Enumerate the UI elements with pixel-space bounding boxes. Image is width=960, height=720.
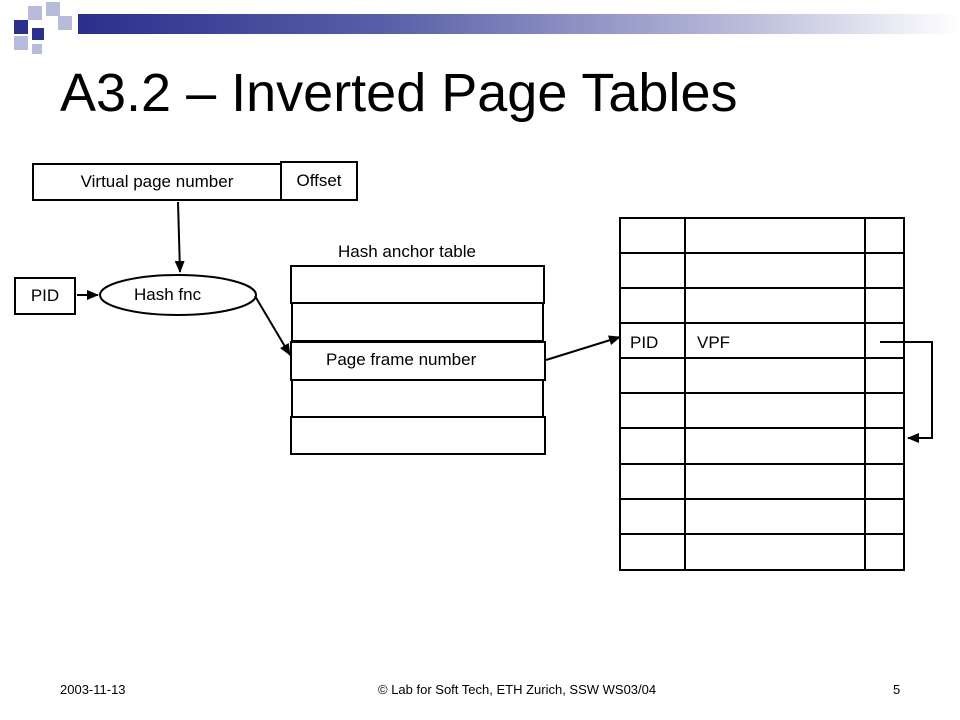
corner-square-dark-2 — [32, 28, 44, 40]
corner-square-light-4 — [14, 36, 28, 50]
slide-title: A3.2 – Inverted Page Tables — [60, 63, 738, 123]
pid-label: PID — [30, 286, 60, 305]
page-frame-number-label: Page frame number — [326, 350, 477, 369]
footer-page-number: 5 — [893, 682, 901, 697]
offset-box: Offset — [280, 161, 358, 201]
arrow-hash-to-anchor — [254, 295, 291, 356]
corner-square-light-5 — [32, 44, 42, 54]
offset-label: Offset — [296, 171, 342, 190]
anchor-row-2 — [291, 302, 544, 342]
hash-anchor-table-title: Hash anchor table — [338, 242, 476, 261]
header-gradient-bar — [78, 14, 960, 34]
inverted-vpf-label: VPF — [697, 333, 731, 352]
anchor-row-3 — [290, 341, 546, 381]
virtual-page-number-label: Virtual page number — [80, 172, 234, 191]
footer-copyright: © Lab for Soft Tech, ETH Zurich, SSW WS0… — [378, 682, 657, 697]
arrow-anchor-to-inverted-table — [545, 335, 621, 361]
hash-fnc-ellipse — [99, 274, 257, 316]
corner-square-light-3 — [58, 16, 72, 30]
pid-box: PID — [14, 277, 76, 315]
arrow-vpn-to-hash — [174, 201, 185, 273]
corner-square-light-1 — [28, 6, 42, 20]
hash-fnc-label: Hash fnc — [134, 285, 202, 304]
corner-square-dark-1 — [14, 20, 28, 34]
inverted-page-table — [619, 217, 905, 571]
virtual-page-number-box: Virtual page number — [32, 163, 282, 201]
anchor-row-4 — [291, 379, 544, 418]
corner-square-light-2 — [46, 2, 60, 16]
inverted-pid-label: PID — [630, 333, 659, 352]
chain-arrow — [880, 341, 933, 443]
anchor-row-1 — [290, 265, 545, 304]
anchor-row-5 — [290, 416, 546, 455]
footer-date: 2003-11-13 — [60, 682, 126, 697]
